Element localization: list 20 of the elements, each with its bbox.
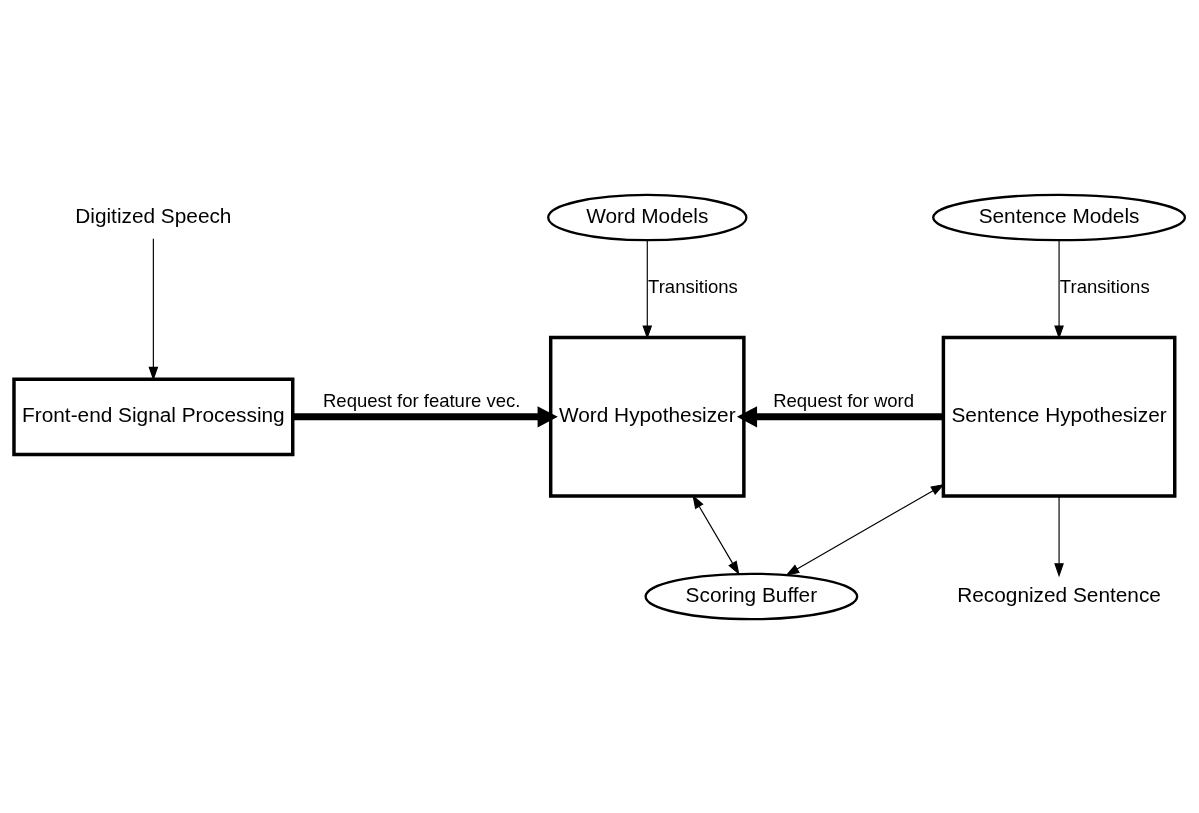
arrow: [692, 494, 740, 575]
node-ellipse: Scoring Buffer: [644, 572, 859, 620]
edge-label: Transitions: [1059, 275, 1150, 297]
arrow: [736, 405, 944, 427]
node-ellipse: Word Models: [547, 193, 748, 241]
node-text: Digitized Speech: [75, 203, 232, 227]
arrow: [785, 483, 945, 576]
edge-label: Request for feature vec.: [322, 389, 521, 411]
edge-label: Transitions: [648, 275, 738, 297]
arrow: [642, 239, 653, 339]
node-box: Sentence Hypothesizer: [941, 335, 1177, 498]
arrow: [1054, 239, 1064, 339]
arrow: [292, 405, 558, 427]
node-text: Recognized Sentence: [957, 582, 1161, 606]
node-box: Front-end Signal Processing: [12, 377, 295, 456]
arrow: [148, 237, 159, 381]
node-box: Word Hypothesizer: [548, 335, 746, 498]
edge-label: Request for word: [773, 389, 915, 411]
node-ellipse: Sentence Models: [932, 193, 1187, 241]
arrow: [1054, 495, 1064, 577]
